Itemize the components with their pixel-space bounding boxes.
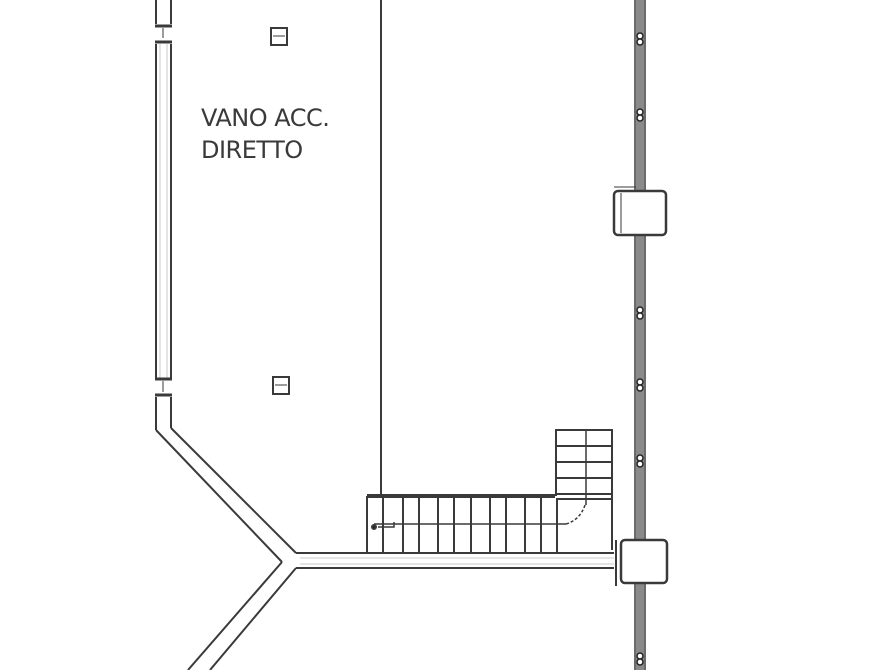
room-label-vano-acc-diretto: VANO ACC. DIRETTO <box>201 102 330 166</box>
left-wall <box>155 0 172 430</box>
staircase <box>366 429 613 553</box>
diagonal-walls <box>155 427 297 670</box>
column-upper <box>612 186 668 237</box>
bottom-wall <box>296 552 614 569</box>
column-lower <box>615 538 669 586</box>
room-label-line-2: DIRETTO <box>201 136 303 164</box>
right-wall-markers <box>636 32 644 666</box>
pillar-bottom <box>272 376 290 395</box>
pillar-top <box>270 27 288 46</box>
room-label-line-1: VANO ACC. <box>201 104 330 132</box>
